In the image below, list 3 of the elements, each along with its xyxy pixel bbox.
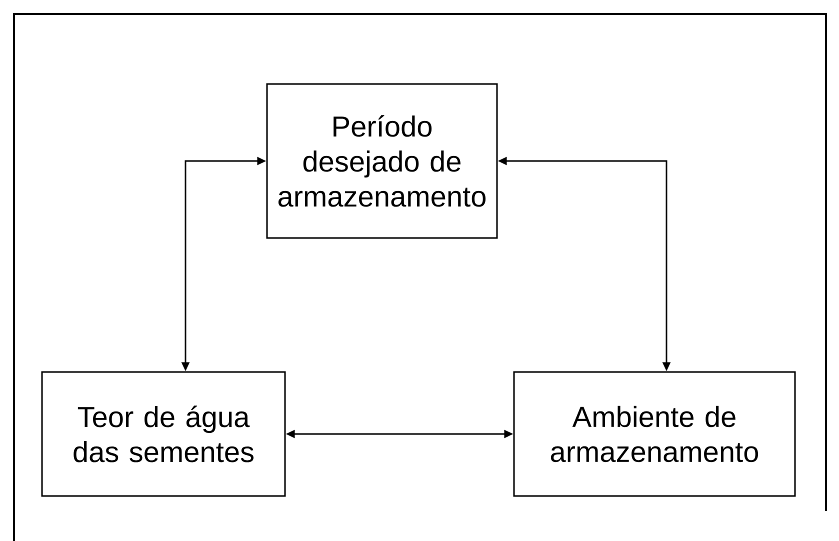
- process-box: Teor de água das sementes: [41, 371, 286, 497]
- process-box: Período desejado de armazenamento: [266, 83, 498, 239]
- process-box: Ambiente de armazenamento: [513, 371, 796, 497]
